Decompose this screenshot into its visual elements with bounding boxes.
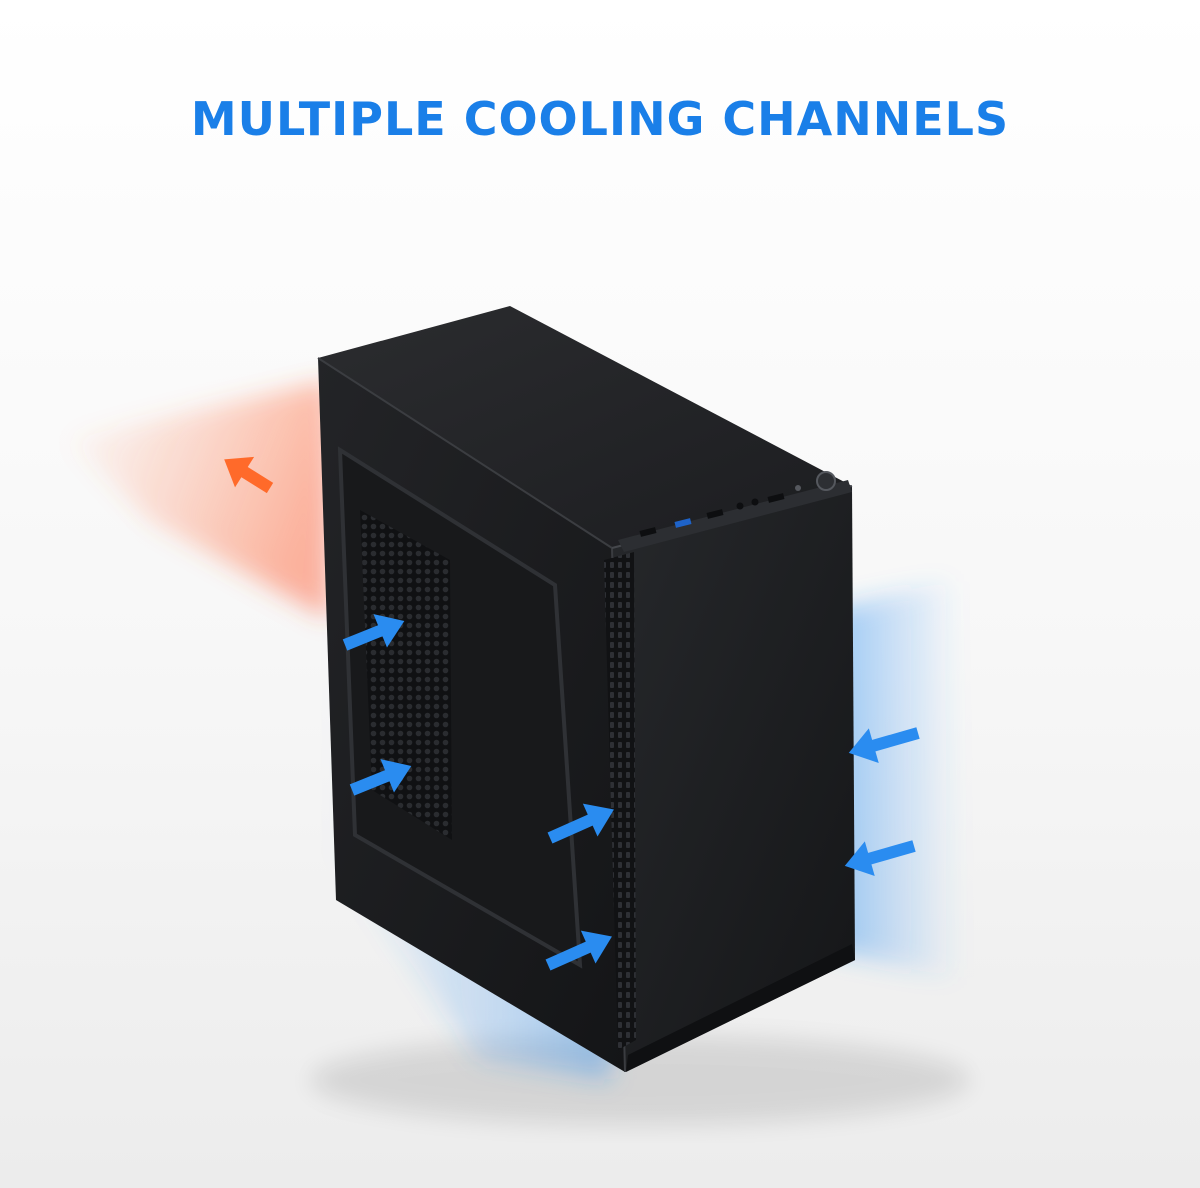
warm-air-stream — [70, 380, 330, 620]
headline: MULTIPLE COOLING CHANNELS — [190, 92, 1010, 146]
power-button — [816, 471, 836, 491]
arrow-up-left-icon — [224, 456, 274, 494]
usb3-port — [674, 518, 692, 528]
floor-shadow — [310, 1035, 970, 1125]
cool-air-stream-right — [830, 580, 960, 980]
case-top — [318, 306, 852, 548]
usb-port — [706, 509, 724, 519]
arrow-left-icon — [848, 727, 920, 763]
arrow-right-icon — [342, 614, 405, 651]
arrow-left-icon — [844, 840, 916, 876]
usb-port — [767, 493, 785, 503]
reset-button — [795, 485, 801, 491]
arrow-right-icon — [545, 930, 612, 971]
audio-jack — [736, 502, 744, 510]
pc-case — [317, 306, 855, 1073]
side-mesh-vent — [360, 510, 452, 840]
mic-jack — [751, 498, 759, 506]
front-vent-strip — [604, 552, 636, 1050]
front-io-panel — [618, 471, 852, 552]
arrow-right-icon — [349, 759, 412, 796]
usb-port — [639, 527, 657, 537]
arrow-right-icon — [547, 803, 614, 844]
case-front-panel — [612, 486, 855, 1072]
